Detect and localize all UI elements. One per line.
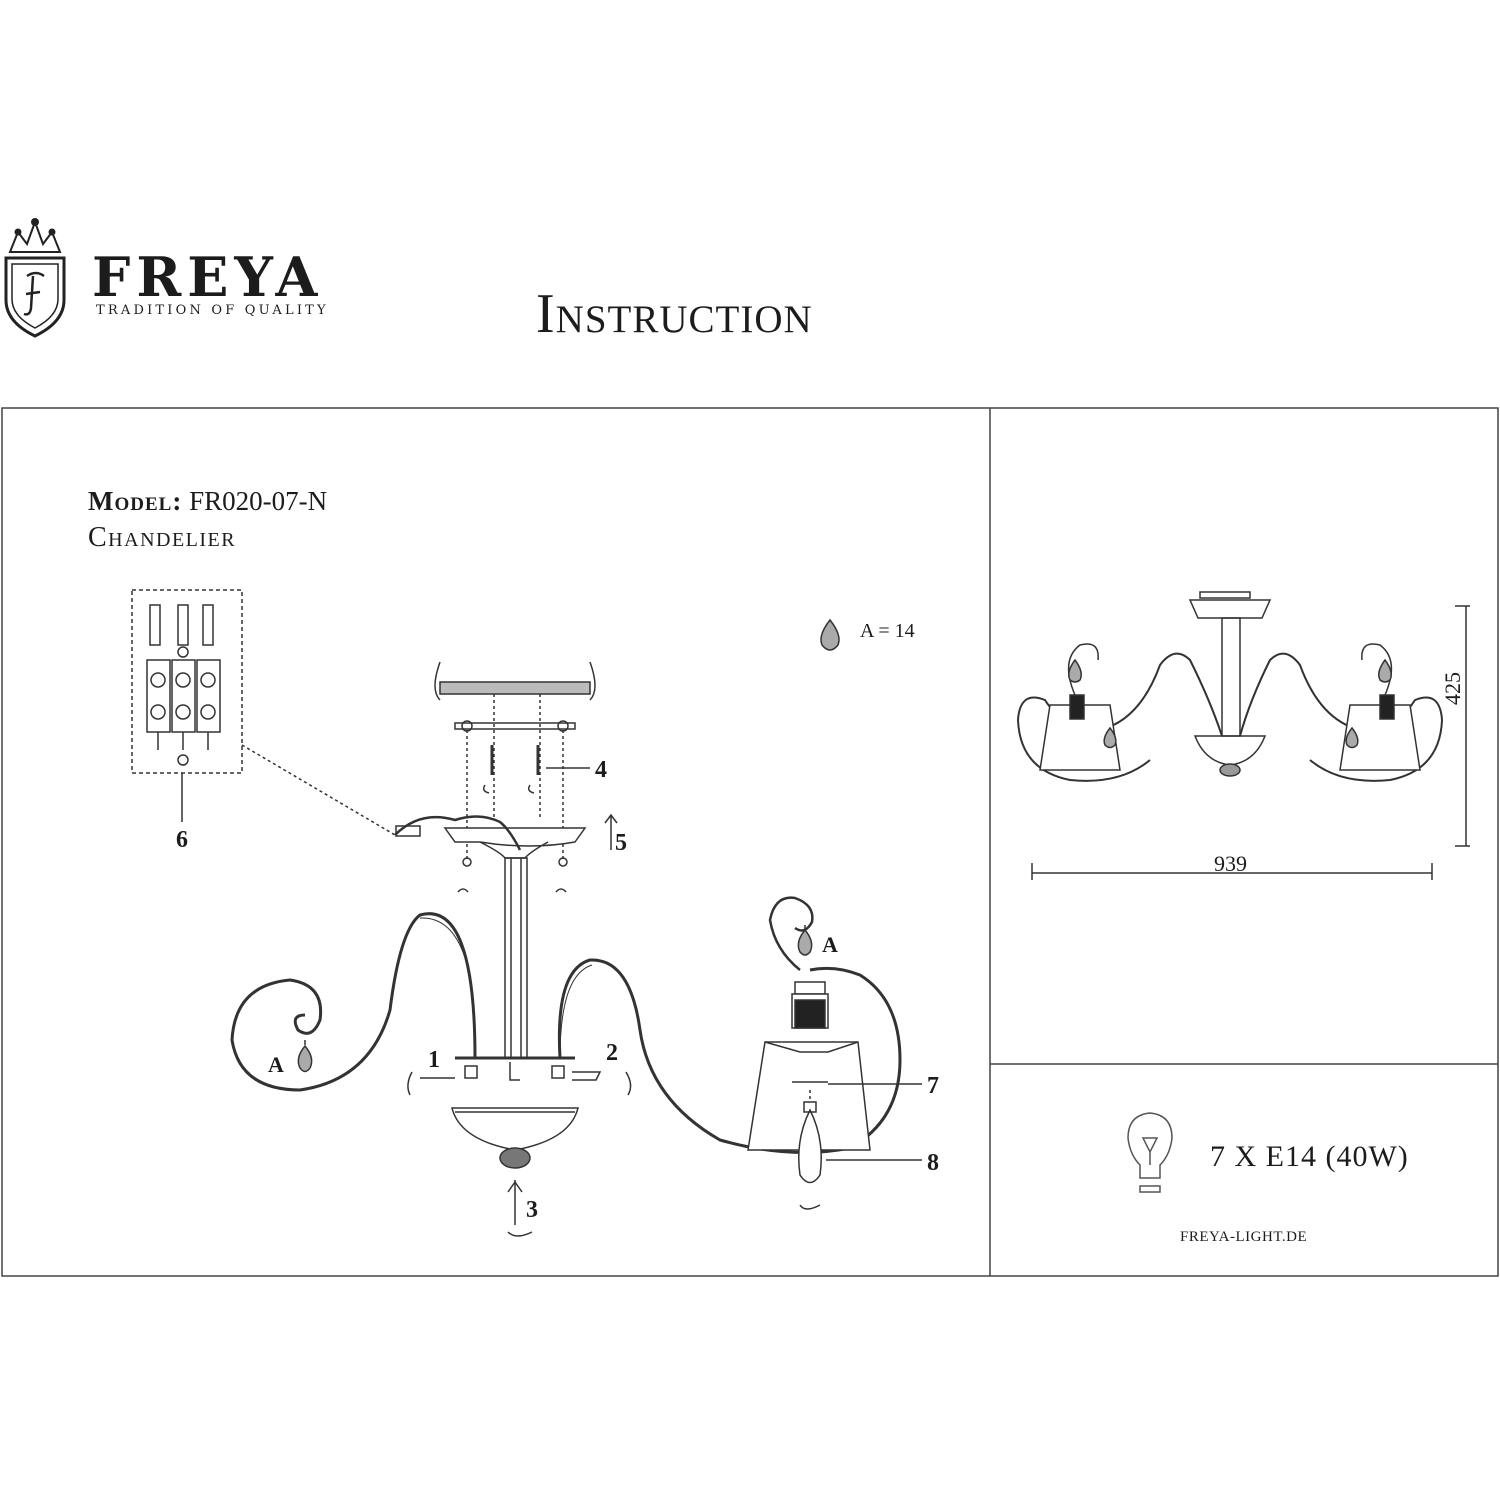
bulb-spec: 7 X E14 (40W)	[1210, 1140, 1409, 1173]
step-5-label: 5	[615, 830, 627, 856]
dimension-width: 939	[1214, 851, 1247, 876]
step-4-label: 4	[595, 757, 607, 783]
model-number: FR020-07-N	[189, 486, 328, 516]
brand-tagline: TRADITION OF QUALITY	[96, 303, 329, 318]
elevation-drawing	[1016, 591, 1470, 880]
crystal-drop-icon	[820, 618, 840, 651]
ceiling-mount	[394, 661, 618, 1059]
step-3-label: 3	[526, 1197, 538, 1223]
crystal-label-left: A	[268, 1052, 284, 1077]
model-label: Model:	[88, 486, 183, 516]
step-2-label: 2	[606, 1040, 618, 1066]
freya-logo-icon	[4, 218, 66, 338]
crystal-label-right: A	[822, 932, 838, 957]
panel-frame	[1, 407, 1499, 1277]
step-1-label: 1	[428, 1047, 440, 1073]
step-6-label: 6	[176, 827, 188, 853]
model-line: Model: FR020-07-N	[88, 486, 327, 517]
step-8-label: 8	[927, 1150, 939, 1176]
chandelier-body	[230, 896, 922, 1237]
website-url: FREYA-LIGHT.DE	[1180, 1229, 1308, 1245]
wiring-detail	[131, 589, 396, 836]
step-7-label: 7	[927, 1073, 939, 1099]
page-title: Instruction	[536, 283, 813, 345]
dimension-height: 425	[1440, 672, 1465, 705]
light-bulb-icon	[1127, 1112, 1173, 1193]
brand-name: FREYA	[92, 245, 324, 309]
crystal-count: A = 14	[860, 620, 915, 642]
product-type: Chandelier	[88, 522, 237, 553]
